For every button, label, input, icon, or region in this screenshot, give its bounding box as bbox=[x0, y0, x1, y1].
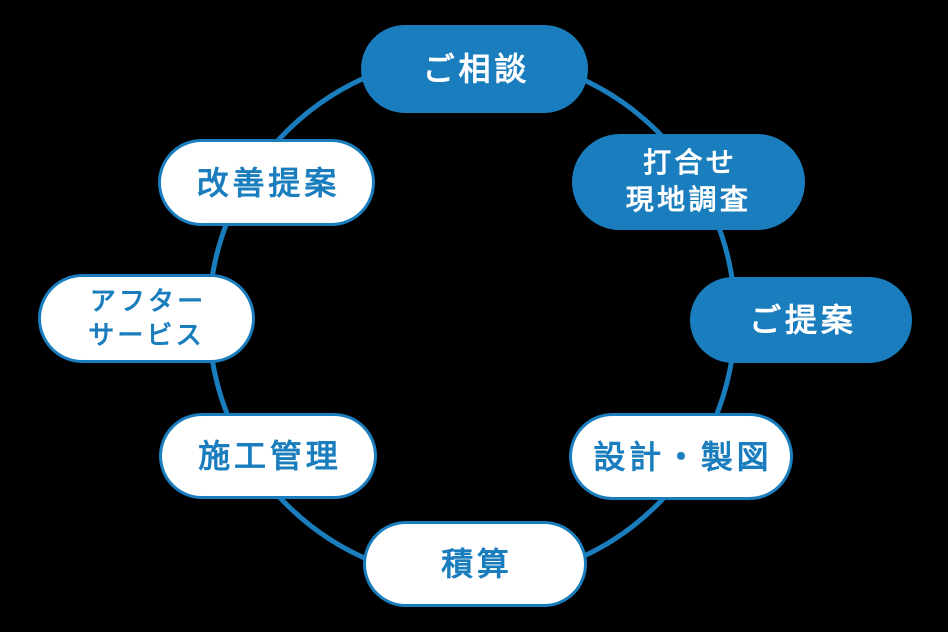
node-consultation: ご相談 bbox=[361, 25, 588, 113]
node-construction-management: 施工管理 bbox=[159, 413, 377, 499]
node-improvement-proposal: 改善提案 bbox=[158, 139, 375, 226]
node-design-drafting: 設計・製図 bbox=[569, 413, 793, 500]
node-meeting-site-survey: 打合せ 現地調査 bbox=[572, 134, 805, 230]
node-proposal: ご提案 bbox=[690, 277, 912, 363]
node-estimation: 積算 bbox=[363, 521, 587, 607]
node-after-service: アフター サービス bbox=[38, 274, 255, 363]
